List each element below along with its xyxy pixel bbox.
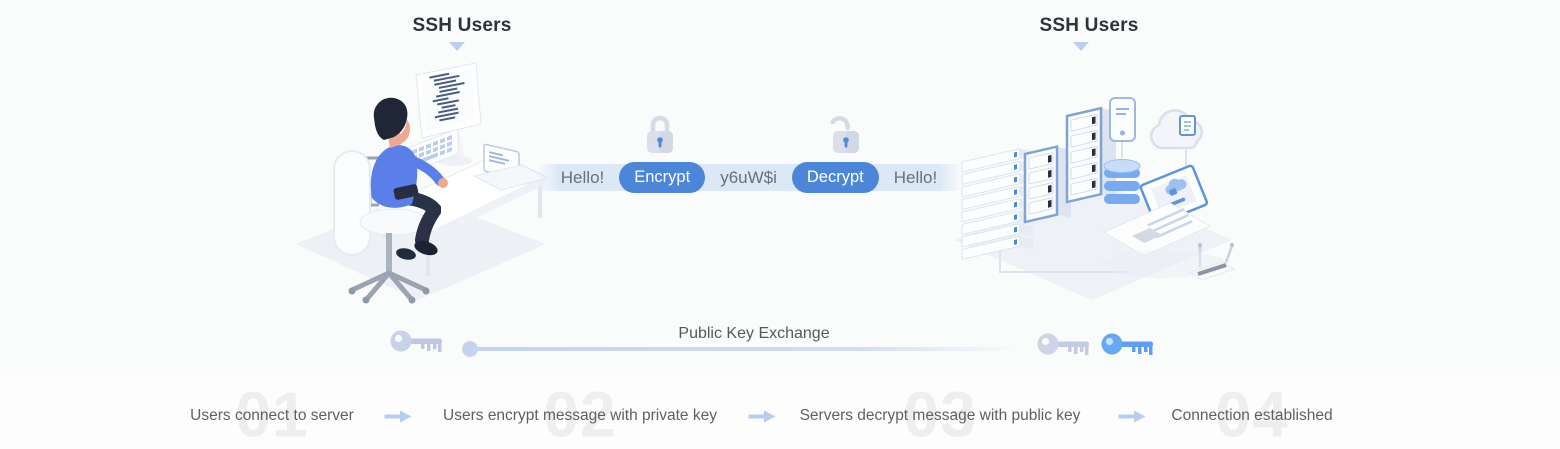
blue-key-icon <box>1099 330 1157 367</box>
pointer-down-icon <box>449 42 465 51</box>
arrow-right-icon <box>384 383 412 449</box>
step-label: Users encrypt message with private key <box>443 407 717 424</box>
steps-strip: 01 Users connect to server 02 Users encr… <box>0 375 1560 449</box>
locked-padlock-icon <box>643 112 677 163</box>
flow-band <box>537 164 961 191</box>
step-label: Connection established <box>1171 407 1333 424</box>
step-item-2: 02 Users encrypt message with private ke… <box>443 379 717 449</box>
step-item-3: 03 Servers decrypt message with public k… <box>799 379 1081 449</box>
step-label: Servers decrypt message with public key <box>799 407 1081 424</box>
router-icon <box>1188 243 1236 281</box>
step-item-4: 04 Connection established <box>1171 379 1333 449</box>
plain-message-right: Hello! <box>893 167 938 187</box>
encrypt-badge: Encrypt <box>619 161 706 194</box>
cloud-icon <box>1150 109 1203 150</box>
ciphertext: y6uW$i <box>720 167 777 187</box>
arrow-right-icon <box>1118 383 1146 449</box>
message-flow: Hello! Encrypt y6uW$i Decrypt Hello! <box>537 161 961 194</box>
pointer-down-icon <box>1073 42 1089 51</box>
arrow-right-icon <box>748 383 776 449</box>
step-item-1: 01 Users connect to server <box>190 379 354 449</box>
gray-key-icon <box>388 327 446 364</box>
gray-key-icon <box>1035 330 1093 367</box>
exchange-line <box>470 347 1015 351</box>
step-label: Users connect to server <box>190 407 354 424</box>
ssh-users-label-left: SSH Users <box>412 15 512 36</box>
public-key-exchange-label: Public Key Exchange <box>678 325 830 342</box>
database-icon <box>1103 159 1141 204</box>
diagram-canvas: SSH Users SSH Users <box>288 15 1245 367</box>
server-cluster-illustration <box>940 50 1245 302</box>
step-number-watermark: 01 <box>235 378 309 449</box>
decrypt-badge: Decrypt <box>791 161 879 194</box>
ssh-users-label-right: SSH Users <box>1039 15 1139 36</box>
user-workstation-illustration <box>288 48 550 304</box>
unlocked-padlock-icon <box>823 112 863 163</box>
laptop-icon <box>1102 164 1212 257</box>
plain-message-left: Hello! <box>560 167 605 187</box>
step-number-watermark: 02 <box>543 378 617 449</box>
step-number-watermark: 04 <box>1215 378 1289 449</box>
step-number-watermark: 03 <box>903 378 977 449</box>
